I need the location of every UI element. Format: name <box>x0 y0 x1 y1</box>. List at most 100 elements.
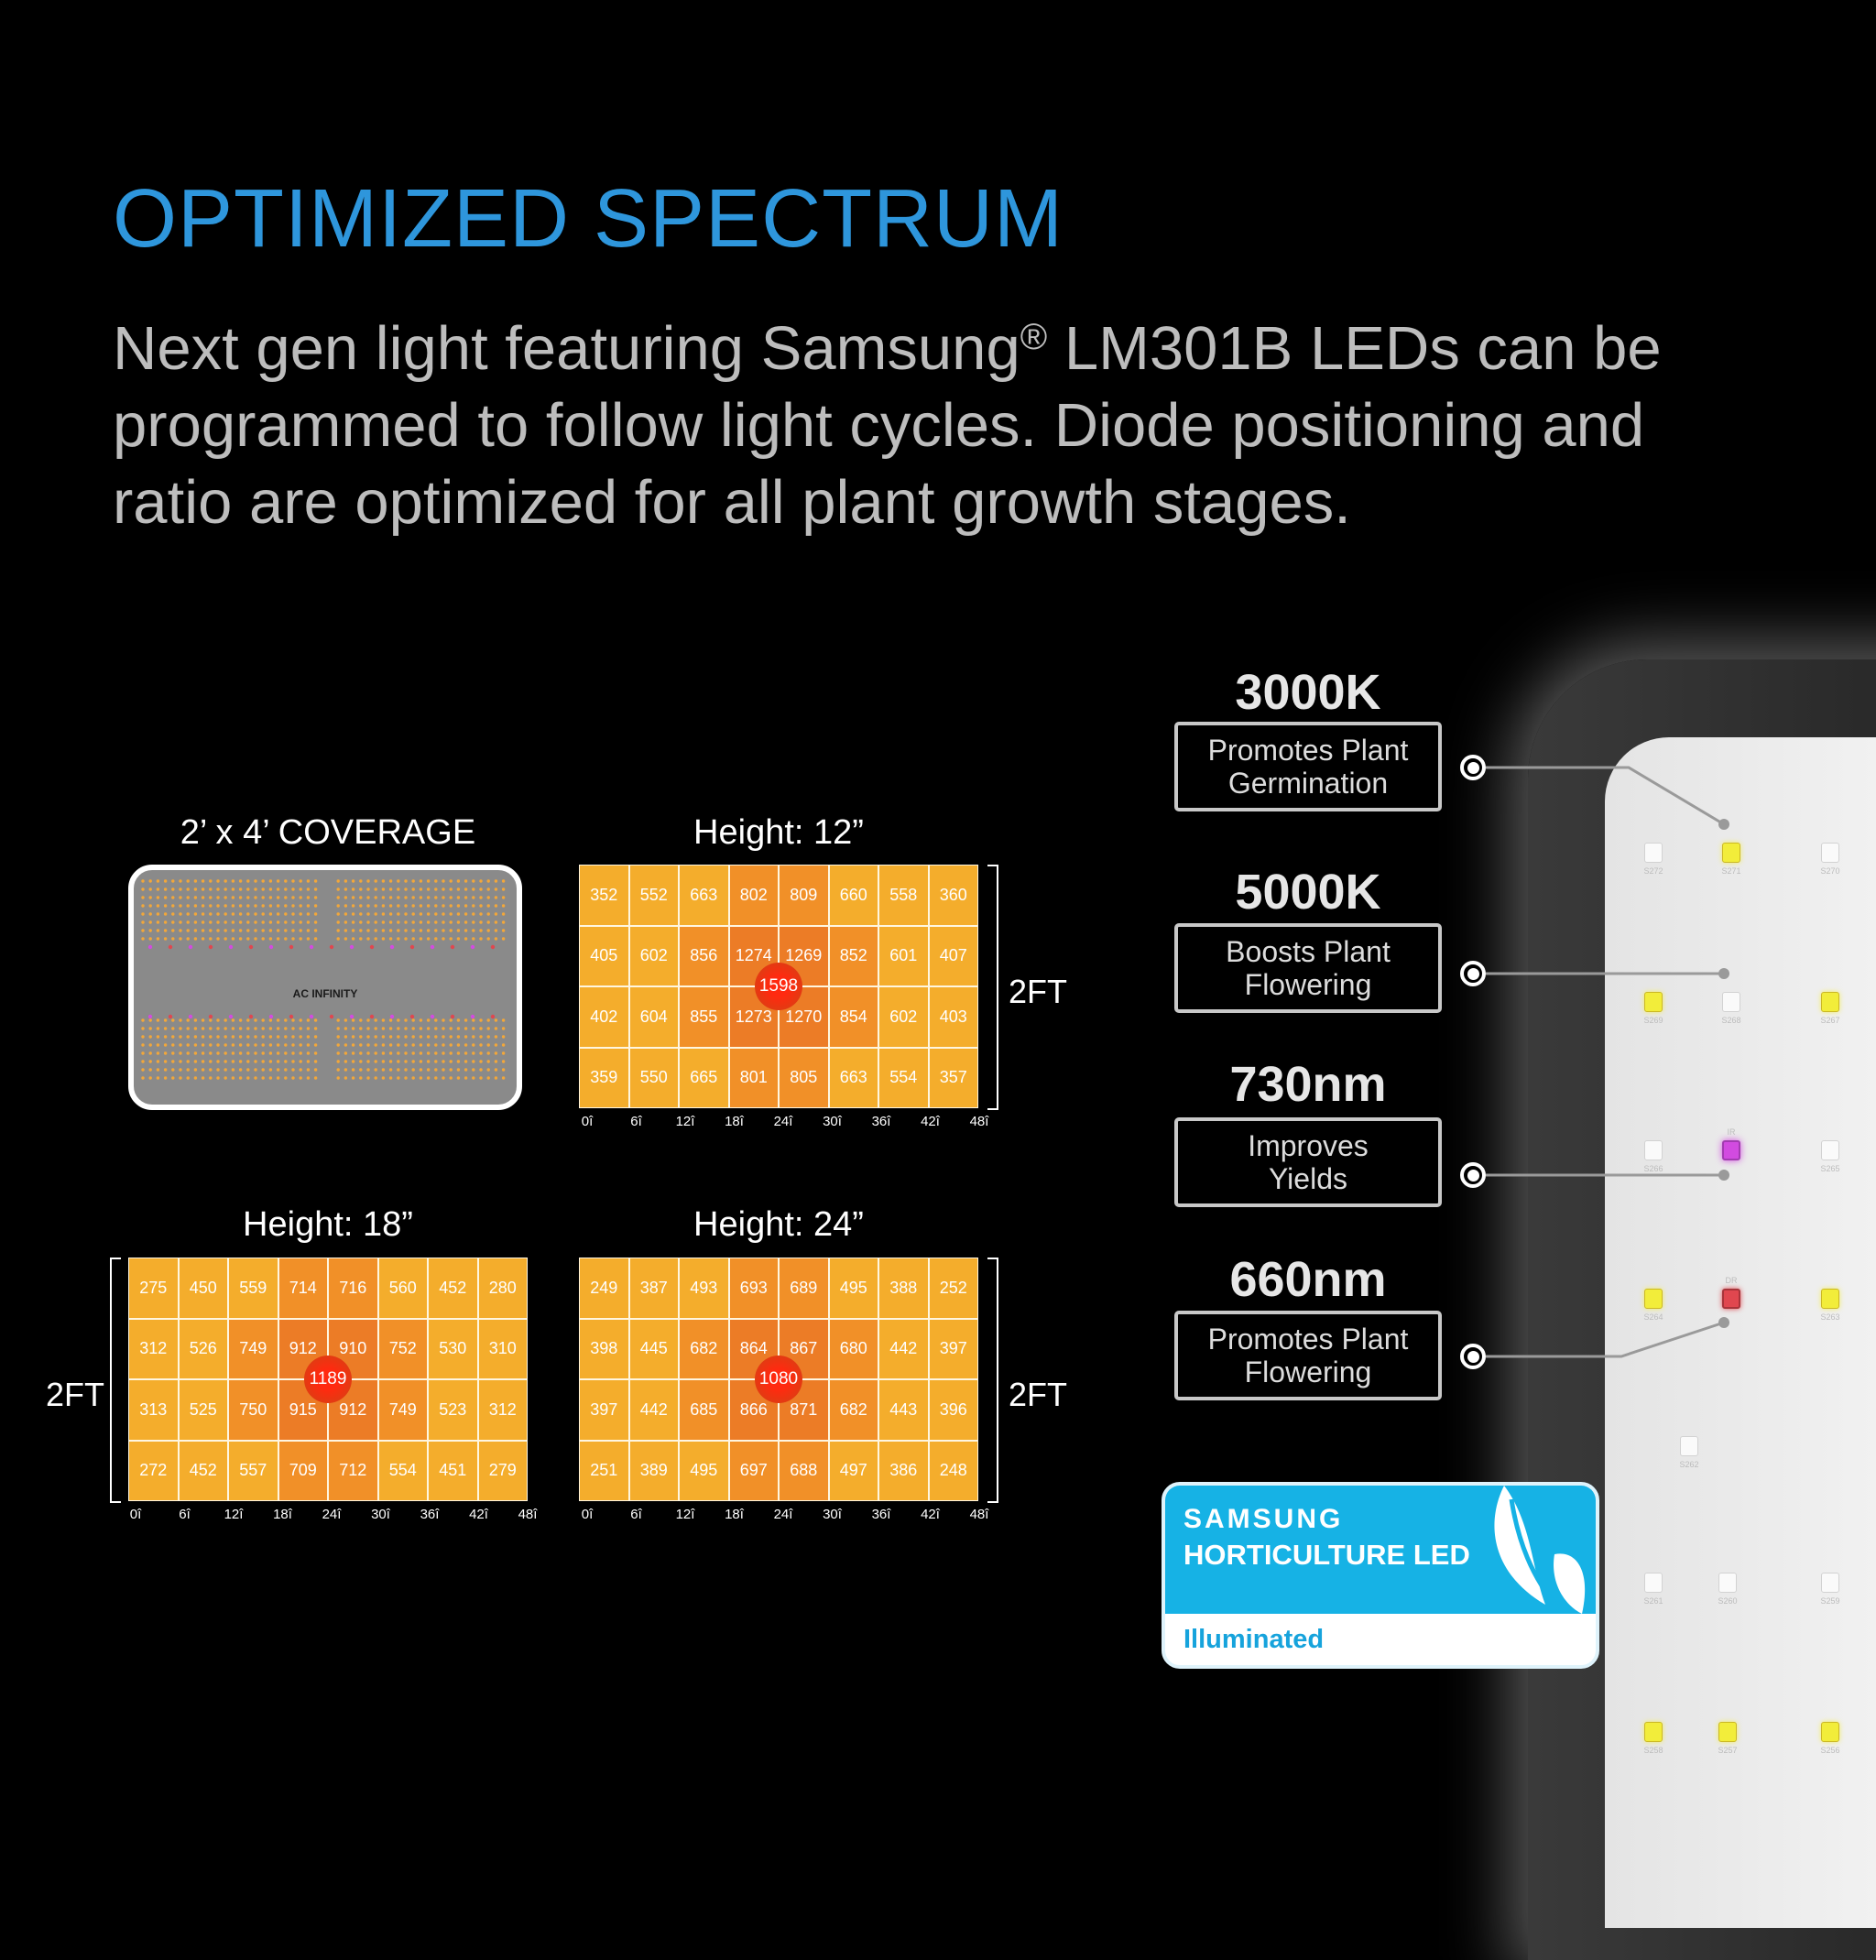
board-led <box>186 1060 190 1063</box>
board-led <box>284 929 288 932</box>
board-led <box>224 879 227 883</box>
board-led <box>411 1068 415 1072</box>
board-led <box>442 896 445 899</box>
board-led <box>179 1035 182 1039</box>
board-led <box>411 1027 415 1030</box>
x-tick-label: 48î <box>969 1507 989 1522</box>
board-led <box>434 887 438 891</box>
board-led <box>381 1068 386 1072</box>
board-led <box>374 1027 377 1030</box>
board-led <box>299 912 302 916</box>
board-led <box>216 937 220 941</box>
board-led <box>216 1027 220 1030</box>
board-led-deep <box>470 944 475 950</box>
board-led <box>276 937 280 941</box>
board-led <box>344 912 348 916</box>
board-led <box>201 1018 205 1022</box>
board-led <box>419 1051 423 1055</box>
panel-led-white <box>1644 843 1663 863</box>
board-led-deep <box>369 1014 375 1019</box>
board-led <box>238 887 243 891</box>
board-led <box>336 1018 340 1022</box>
board-led <box>456 1051 461 1055</box>
board-led <box>472 879 475 883</box>
board-led <box>254 1051 257 1055</box>
board-led <box>216 912 220 916</box>
board-led <box>306 1018 311 1022</box>
callout-dot <box>1460 755 1486 780</box>
board-led <box>261 887 265 891</box>
board-led <box>426 1076 431 1080</box>
board-led <box>268 929 273 932</box>
board-led <box>494 1018 498 1022</box>
board-led <box>193 1018 198 1022</box>
board-led <box>501 1043 506 1047</box>
board-led <box>397 1068 400 1072</box>
board-led-deep <box>248 1014 254 1019</box>
board-led <box>388 912 393 916</box>
board-led <box>238 912 243 916</box>
ppfd-cell: 749 <box>377 1379 428 1441</box>
board-led <box>231 879 235 883</box>
board-led <box>299 1051 302 1055</box>
board-led <box>426 937 431 941</box>
ppfd-cell: 403 <box>928 986 978 1048</box>
board-led <box>179 896 182 899</box>
board-led <box>486 904 490 908</box>
board-led <box>231 1027 235 1030</box>
led-code-label: S258 <box>1643 1746 1663 1755</box>
board-led <box>449 1051 453 1055</box>
x-tick-label: 48î <box>969 1114 989 1129</box>
board-led <box>464 887 468 891</box>
board-led <box>456 920 461 924</box>
board-led <box>209 920 213 924</box>
board-led <box>276 1018 280 1022</box>
board-led <box>351 912 355 916</box>
board-led <box>494 1051 498 1055</box>
board-led <box>246 1060 250 1063</box>
board-led <box>246 896 250 899</box>
board-led <box>141 879 145 883</box>
board-led <box>209 929 213 932</box>
board-led <box>163 912 168 916</box>
led-board-image: AC INFINITY <box>128 865 522 1110</box>
board-led <box>366 1051 370 1055</box>
panel-led-white <box>1821 1573 1839 1593</box>
board-led <box>351 887 355 891</box>
board-led <box>268 1027 273 1030</box>
board-led <box>193 1035 198 1039</box>
board-led <box>374 904 377 908</box>
ppfd-cell: 912 <box>278 1318 328 1379</box>
board-led <box>426 879 431 883</box>
board-led <box>419 1076 423 1080</box>
board-led <box>231 912 235 916</box>
board-led <box>411 1043 415 1047</box>
board-led <box>411 920 415 924</box>
board-led <box>336 912 340 916</box>
board-led <box>442 1018 445 1022</box>
board-led <box>404 887 408 891</box>
board-led <box>246 1035 250 1039</box>
board-led <box>411 1018 415 1022</box>
board-led <box>231 1051 235 1055</box>
board-led <box>359 1043 363 1047</box>
board-led <box>359 920 363 924</box>
board-led <box>284 1060 288 1063</box>
board-led <box>171 1051 175 1055</box>
board-led <box>442 1051 445 1055</box>
board-led <box>501 887 506 891</box>
board-led <box>494 1060 498 1063</box>
x-tick-label: 6î <box>179 1507 191 1522</box>
ppfd-cell: 280 <box>477 1258 528 1319</box>
board-led <box>479 1018 483 1022</box>
board-led <box>494 887 498 891</box>
board-led <box>306 879 311 883</box>
board-led <box>486 1076 490 1080</box>
board-led <box>141 1043 145 1047</box>
board-led <box>193 1051 198 1055</box>
board-led-deep <box>369 944 375 950</box>
board-led <box>411 904 415 908</box>
board-led <box>306 1027 311 1030</box>
